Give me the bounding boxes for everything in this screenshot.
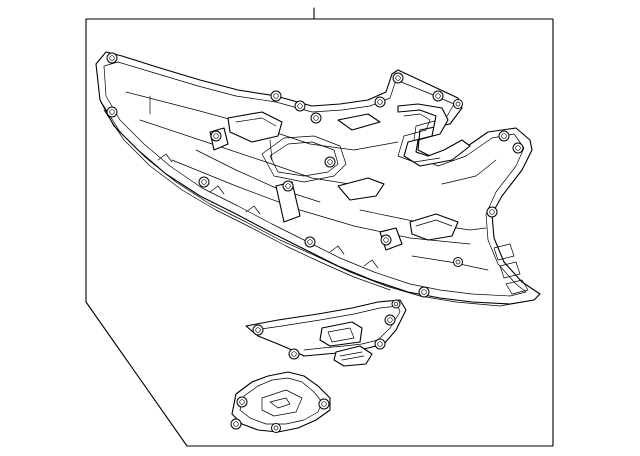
shield-louver bbox=[499, 261, 521, 279]
shield-rib bbox=[195, 149, 321, 203]
plate-center-slot bbox=[269, 397, 291, 409]
shield-scoop bbox=[227, 111, 283, 143]
shield-scoop bbox=[337, 177, 385, 201]
shield-cutout bbox=[397, 103, 471, 167]
shield-notch bbox=[245, 205, 261, 215]
shield-notch bbox=[157, 153, 173, 163]
shield-scoop bbox=[337, 113, 381, 131]
bracket-socket-inner bbox=[327, 327, 355, 343]
shield-rib bbox=[441, 159, 497, 185]
shield-center-panel bbox=[269, 141, 339, 177]
shield-louver bbox=[493, 243, 515, 261]
shield-scoop bbox=[415, 219, 453, 227]
shield-front-lip bbox=[103, 109, 391, 291]
shield-notch bbox=[209, 185, 225, 195]
shield-scoop bbox=[409, 213, 459, 241]
shield-rib bbox=[411, 255, 489, 271]
bracket-socket bbox=[319, 321, 363, 347]
mounting-holes bbox=[106, 52, 524, 298]
shield-rib bbox=[171, 159, 471, 245]
bracket-clip bbox=[333, 345, 373, 367]
shield-scoop bbox=[235, 117, 277, 127]
shield-notch bbox=[329, 245, 345, 255]
shield-outline bbox=[95, 51, 541, 305]
engine-splash-shield bbox=[95, 51, 541, 307]
bracket-clip-ribs bbox=[339, 351, 365, 361]
bracket-inner-edge bbox=[253, 305, 401, 351]
shield-notch bbox=[363, 259, 379, 269]
shield-inner-rim bbox=[103, 61, 527, 297]
shield-louver bbox=[505, 279, 529, 295]
shield-front-edge bbox=[99, 99, 535, 307]
shield-rib bbox=[125, 91, 399, 151]
side-bracket bbox=[245, 299, 407, 367]
shield-cutout-inner bbox=[397, 113, 441, 163]
plate-center-pad bbox=[261, 389, 303, 417]
small-cover-plate bbox=[230, 371, 331, 433]
shield-center-panel bbox=[261, 135, 347, 183]
shield-rib bbox=[269, 139, 273, 161]
parts-group-boundary bbox=[85, 18, 554, 447]
